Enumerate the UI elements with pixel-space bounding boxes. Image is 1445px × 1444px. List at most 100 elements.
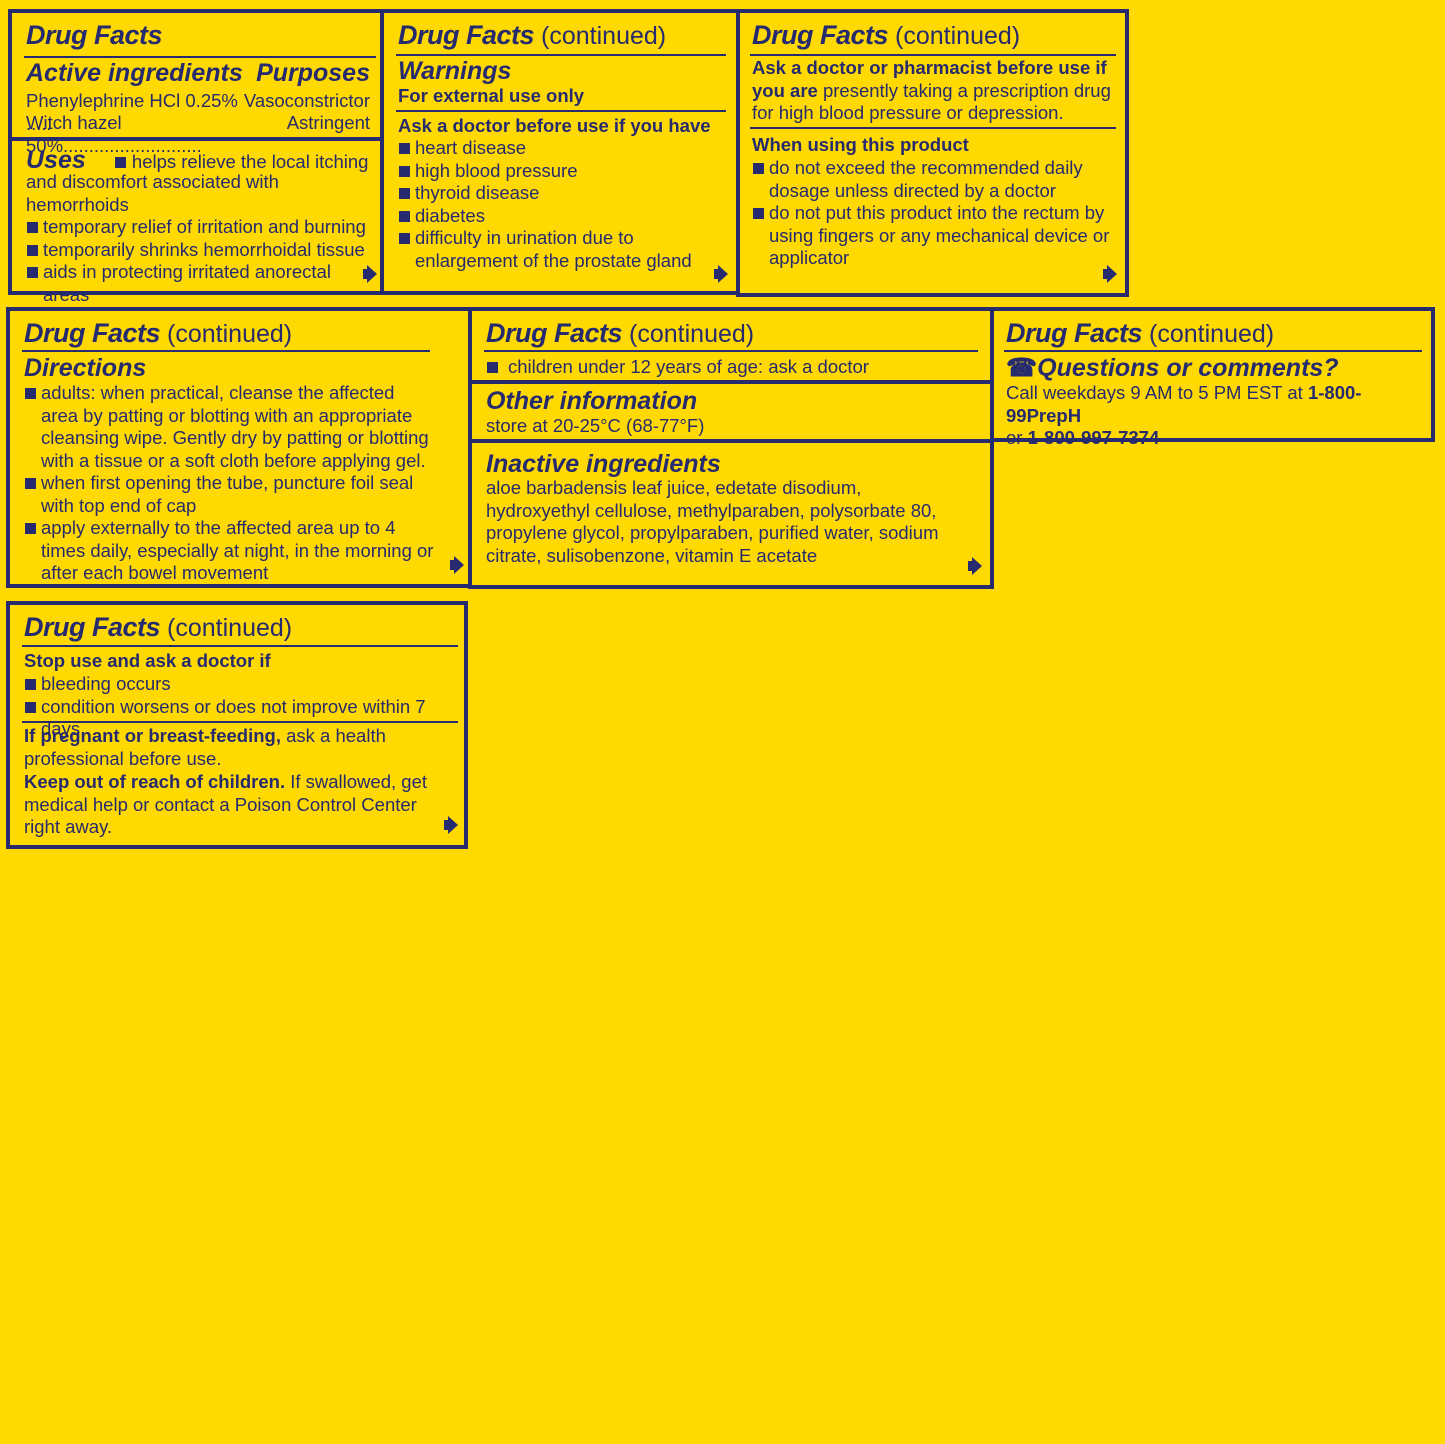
list-item: difficulty in urination due to enlargeme… (398, 227, 728, 272)
storage-text: store at 20-25°C (68-77°F) (486, 415, 705, 436)
list-item: bleeding occurs (24, 673, 454, 696)
other-information-heading: Other information (486, 387, 698, 415)
external-use: For external use only (398, 85, 585, 106)
divider (750, 127, 1116, 129)
panel-title: Drug Facts (continued) (752, 20, 1021, 50)
stop-use-list: bleeding occurs condition worsens or doe… (24, 673, 454, 741)
inactive-ingredients-text: aloe barbadensis leaf juice, edetate dis… (486, 477, 939, 566)
ingredient-purpose: Astringent (286, 112, 370, 133)
bullet-icon (27, 222, 38, 233)
drug-facts-panel-4: Drug Facts (continued) Directions adults… (6, 307, 472, 588)
contact-text: Call weekdays 9 AM to 5 PM EST at 1-800-… (1006, 382, 1362, 448)
when-using-list: do not exceed the recommended daily dosa… (752, 157, 1111, 270)
continue-arrow-icon (363, 265, 377, 283)
divider (484, 350, 978, 352)
panel-title: Drug Facts (continued) (486, 318, 755, 348)
divider (22, 645, 458, 647)
when-using-heading: When using this product (752, 134, 969, 155)
bullet-icon (399, 143, 410, 154)
children-list: children under 12 years of age: ask a do… (486, 356, 869, 379)
list-item: heart disease (398, 137, 728, 160)
panel-title: Drug Facts (continued) (398, 20, 667, 50)
list-item: do not exceed the recommended daily dosa… (752, 157, 1111, 202)
panel-title: Drug Facts (continued) (24, 612, 293, 642)
list-item: adults: when practical, cleanse the affe… (24, 382, 434, 472)
list-item: temporary relief of irritation and burni… (26, 216, 372, 239)
uses-first: helps relieve the local itching (131, 151, 369, 172)
bullet-icon (399, 188, 410, 199)
bullet-icon (25, 679, 36, 690)
list-item: condition worsens or does not improve wi… (24, 696, 454, 741)
panel-title: Drug Facts (continued) (24, 318, 293, 348)
inactive-ingredients-heading: Inactive ingredients (486, 450, 721, 478)
drug-facts-panel-3: Drug Facts (continued) Ask a doctor or p… (736, 9, 1129, 297)
phone-icon: ☎ (1006, 354, 1038, 382)
questions-heading: ☎Questions or comments? (1006, 354, 1339, 382)
ask-doctor-heading: Ask a doctor before use if you have (398, 115, 711, 136)
active-ingredients-heading: Active ingredients (26, 59, 243, 87)
section-divider (472, 439, 990, 443)
directions-list: adults: when practical, cleanse the affe… (24, 382, 434, 585)
section-divider (472, 380, 990, 384)
bullet-icon (399, 233, 410, 244)
list-item: high blood pressure (398, 160, 728, 183)
drug-facts-panel-7: Drug Facts (continued) Stop use and ask … (6, 601, 468, 849)
bullet-icon (753, 208, 764, 219)
section-divider (12, 137, 380, 141)
continue-arrow-icon (968, 557, 982, 575)
phone-number: 1-800-997-7374 (1027, 427, 1160, 448)
continue-arrow-icon (714, 265, 728, 283)
bullet-icon (25, 478, 36, 489)
bullet-icon (27, 267, 38, 278)
directions-heading: Directions (24, 354, 147, 382)
bullet-icon (27, 244, 38, 256)
bullet-icon (25, 701, 36, 713)
bullet-icon (114, 156, 126, 168)
bullet-icon (399, 165, 410, 177)
divider (396, 110, 726, 112)
list-item: children under 12 years of age: ask a do… (486, 356, 869, 379)
divider (750, 54, 1116, 56)
drug-facts-panel-5: Drug Facts (continued) children under 12… (468, 307, 994, 589)
keep-out-text: Keep out of reach of children. If swallo… (24, 771, 427, 837)
list-item: apply externally to the affected area up… (24, 517, 434, 585)
list-item: temporarily shrinks hemorrhoidal tissue (26, 239, 372, 262)
pregnant-text: If pregnant or breast-feeding, ask a hea… (24, 725, 386, 769)
panel-title: Drug Facts (continued) (1006, 318, 1275, 348)
continue-arrow-icon (444, 816, 458, 834)
ingredient-row: Phenylephrine HCl 0.25% ..... Vasoconstr… (26, 90, 370, 135)
list-item: thyroid disease (398, 182, 728, 205)
warnings-heading: Warnings (398, 57, 512, 85)
divider (22, 350, 430, 352)
continue-arrow-icon (450, 556, 464, 574)
list-item: aids in protecting irritated anorectal a… (26, 261, 372, 306)
ask-pharmacist: Ask a doctor or pharmacist before use if… (752, 57, 1111, 123)
drug-facts-panel-1: Drug Facts Active ingredients Purposes P… (8, 9, 384, 305)
uses-section: Uses helps relieve the local itching and… (26, 145, 372, 306)
bullet-icon (25, 388, 36, 399)
ingredient-name: Phenylephrine HCl 0.25% ..... (26, 90, 238, 134)
list-item: when first opening the tube, puncture fo… (24, 472, 434, 517)
bullet-icon (753, 163, 764, 174)
drug-facts-panel-2: Drug Facts (continued) Warnings For exte… (380, 9, 740, 295)
divider (1004, 350, 1422, 352)
ingredients-header: Active ingredients Purposes (26, 58, 370, 88)
uses-heading: Uses (26, 146, 86, 174)
divider (396, 54, 726, 56)
bullet-icon (487, 362, 498, 373)
conditions-list: heart disease high blood pressure thyroi… (398, 137, 728, 272)
divider (22, 721, 458, 723)
purposes-heading: Purposes (256, 59, 370, 87)
continue-arrow-icon (1103, 265, 1117, 283)
ingredient-purpose: Vasoconstrictor (243, 90, 370, 111)
list-item: diabetes (398, 205, 728, 228)
list-item: do not put this product into the rectum … (752, 202, 1111, 270)
uses-list: temporary relief of irritation and burni… (26, 216, 372, 306)
uses-first-cont: and discomfort associated with hemorrhoi… (26, 171, 279, 215)
bullet-icon (399, 210, 410, 222)
phone-number: 1-800-99PrepH (1006, 382, 1362, 426)
panel-title: Drug Facts (26, 20, 163, 50)
divider (24, 56, 376, 58)
stop-use-heading: Stop use and ask a doctor if (24, 650, 271, 671)
drug-facts-panel-6: Drug Facts (continued) ☎Questions or com… (990, 307, 1435, 448)
